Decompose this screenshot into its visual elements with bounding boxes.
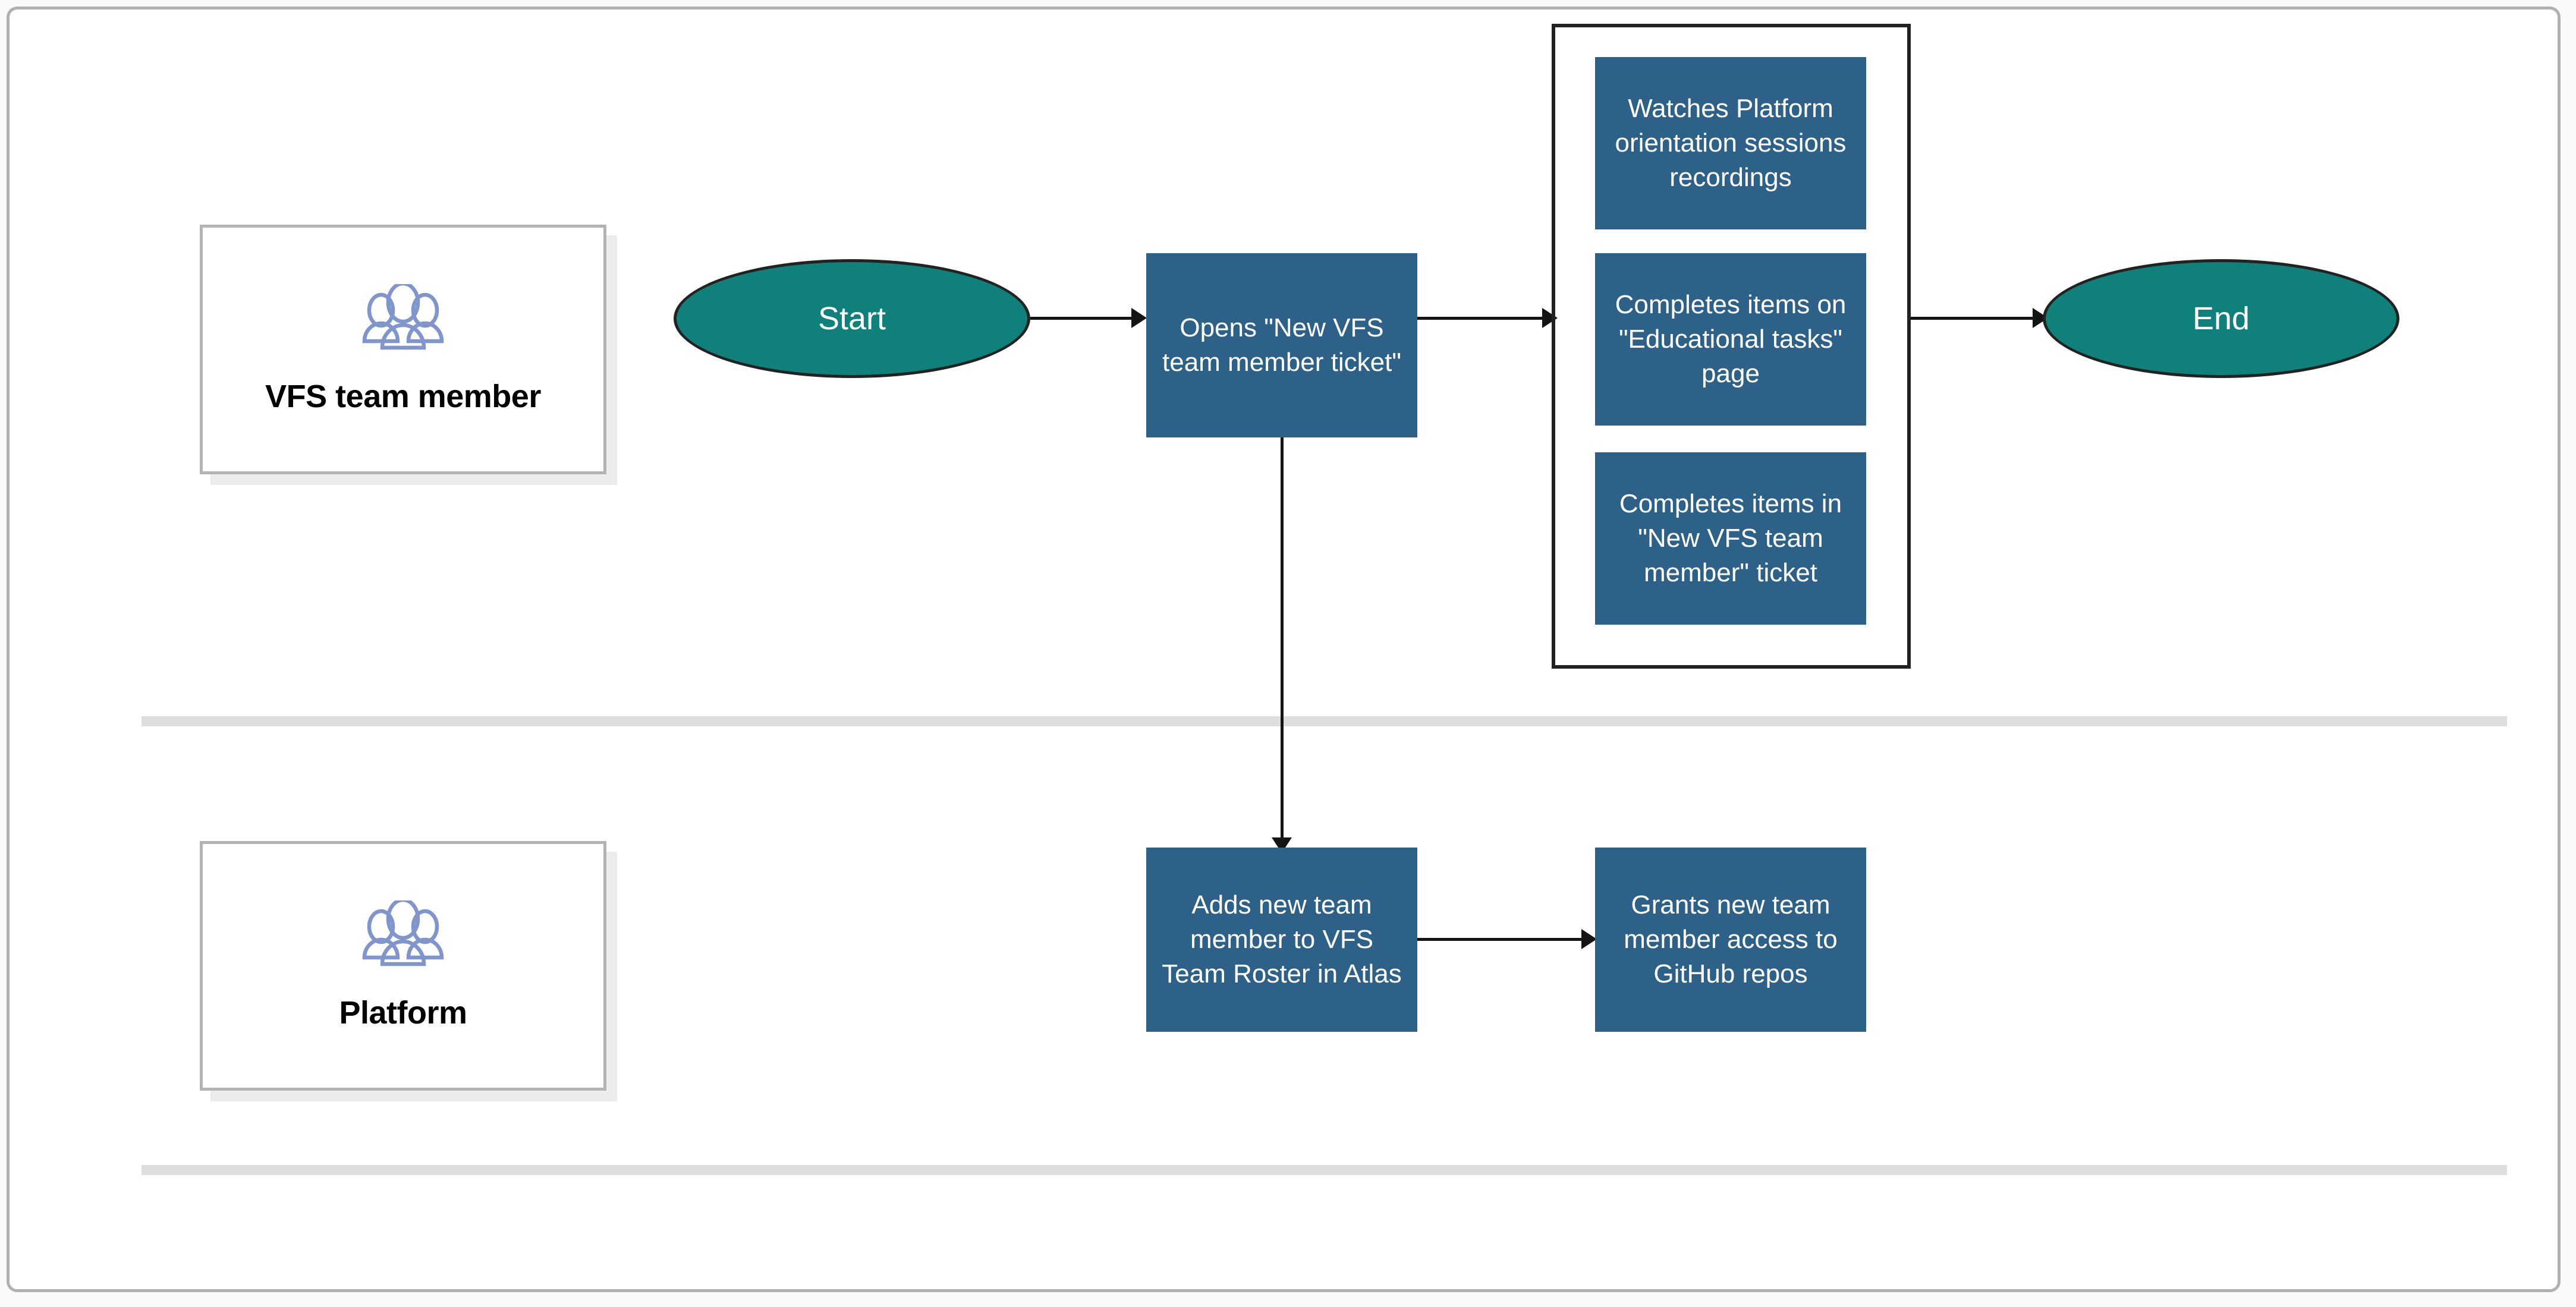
node-completes-educational[interactable]: Completes items on "Educational tasks" p… (1595, 253, 1866, 426)
people-group-icon (362, 284, 444, 350)
node-completes-educational-label: Completes items on "Educational tasks" p… (1615, 289, 1847, 389)
lane-label-platform: Platform (339, 995, 467, 1031)
node-watches-recordings-label: Watches Platform orientation sessions re… (1615, 93, 1847, 193)
node-grants-github[interactable]: Grants new team member access to GitHub … (1595, 848, 1866, 1032)
node-adds-roster-label: Adds new team member to VFS Team Roster … (1162, 890, 1402, 989)
node-start[interactable]: Start (674, 259, 1030, 378)
node-end[interactable]: End (2043, 259, 2399, 378)
node-end-label: End (2192, 301, 2250, 336)
diagram-canvas: VFS team member Platform Start (7, 7, 2561, 1292)
node-completes-ticket[interactable]: Completes items in "New VFS team member"… (1595, 452, 1866, 625)
group-onboarding-tasks[interactable] (1552, 24, 1911, 669)
connector-group-to-end (1911, 317, 2033, 320)
lane-card-platform[interactable]: Platform (200, 841, 606, 1091)
node-start-label: Start (817, 301, 886, 336)
lane-label-vfs-team-member: VFS team member (265, 379, 541, 414)
people-group-icon (362, 900, 444, 966)
arrowhead-start-to-opens-ticket (1131, 308, 1147, 328)
node-watches-recordings[interactable]: Watches Platform orientation sessions re… (1595, 57, 1866, 229)
node-completes-ticket-label: Completes items in "New VFS team member"… (1619, 489, 1842, 588)
connector-opens-ticket-to-group (1417, 317, 1542, 320)
lane-divider-top (141, 716, 2507, 726)
node-grants-github-label: Grants new team member access to GitHub … (1624, 890, 1838, 989)
connector-adds-roster-to-grants-github (1417, 938, 1581, 941)
connector-opens-ticket-to-adds-roster (1281, 437, 1284, 837)
connector-start-to-opens-ticket (1030, 317, 1131, 320)
node-adds-roster[interactable]: Adds new team member to VFS Team Roster … (1146, 848, 1417, 1032)
arrowhead-adds-roster-to-grants-github (1581, 929, 1597, 949)
node-opens-ticket-label: Opens "New VFS team member ticket" (1162, 313, 1401, 377)
node-opens-ticket[interactable]: Opens "New VFS team member ticket" (1146, 253, 1417, 437)
lane-divider-bottom (141, 1165, 2507, 1175)
lane-card-vfs-team-member[interactable]: VFS team member (200, 225, 606, 474)
